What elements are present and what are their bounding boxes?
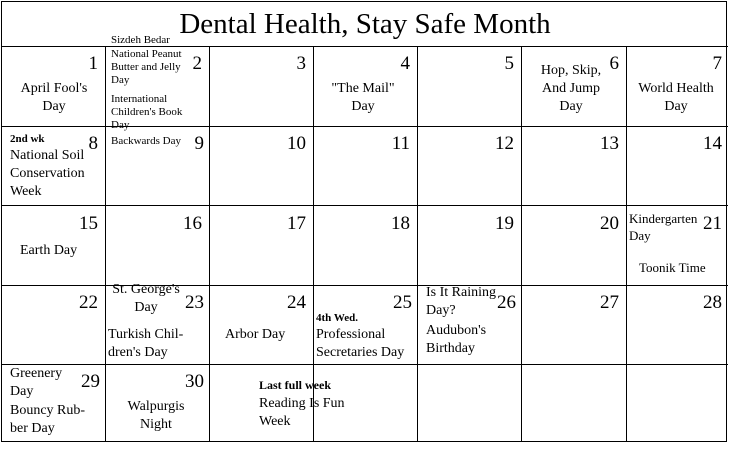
day-number: 7 <box>712 53 723 74</box>
day-number: 19 <box>495 213 514 234</box>
grid-line <box>313 46 314 442</box>
grid-line <box>2 285 728 286</box>
event-text: Sizdeh Bedar <box>111 34 170 46</box>
day-number: 16 <box>183 213 202 234</box>
event-text: International Children's Book Day <box>111 93 183 131</box>
event-text: Hop, Skip, And Jump Day <box>540 63 602 114</box>
event-text: Turkish Chil- dren's Day <box>108 327 184 360</box>
event-tag: Last full week <box>259 378 331 392</box>
grid-line <box>626 46 627 442</box>
event-text: Arbor Day <box>225 327 286 342</box>
day-number: 23 <box>185 292 204 313</box>
day-number: 18 <box>391 213 410 234</box>
calendar-title: Dental Health, Stay Safe Month <box>179 8 551 40</box>
grid-line <box>2 46 728 47</box>
day-number: 29 <box>81 371 100 392</box>
event-text: World Health Day <box>638 81 714 114</box>
event-text: "The Mail" Day <box>331 81 395 114</box>
calendar-frame: Dental Health, Stay Safe Month 1 April F… <box>1 1 728 442</box>
event-text: Backwards Day <box>111 135 181 147</box>
day-number: 2 <box>192 53 203 74</box>
day-number: 4 <box>400 53 411 74</box>
day-number: 25 <box>393 292 412 313</box>
day-number: 26 <box>497 292 516 313</box>
day-number: 21 <box>703 213 722 234</box>
day-number: 15 <box>79 213 98 234</box>
event-text: Bouncy Rub- ber Day <box>10 403 86 436</box>
day-number: 24 <box>287 292 306 313</box>
event-text: Greenery Day <box>10 366 63 399</box>
day-number: 13 <box>600 133 619 154</box>
day-number: 10 <box>287 133 306 154</box>
event-text: Audubon's Birthday <box>426 323 487 356</box>
event-text: April Fool's Day <box>20 81 88 114</box>
day-number: 28 <box>703 292 722 313</box>
event-text: Professional Secretaries Day <box>316 327 405 360</box>
day-number: 27 <box>600 292 619 313</box>
day-number: 5 <box>504 53 515 74</box>
grid-line <box>105 46 106 442</box>
day-number: 3 <box>296 53 307 74</box>
event-text: Kindergarten Day <box>629 211 698 243</box>
event-tag: 4th Wed. <box>316 312 358 324</box>
grid-line <box>209 46 210 442</box>
event-text: Toonik Time <box>639 260 706 275</box>
event-text: Earth Day <box>20 243 78 258</box>
day-number: 30 <box>185 371 204 392</box>
grid-line <box>417 46 418 442</box>
day-number: 17 <box>287 213 306 234</box>
event-text: Walpurgis Night <box>127 399 185 432</box>
day-number: 6 <box>609 53 620 74</box>
day-number: 11 <box>391 133 410 154</box>
grid-line <box>2 126 728 127</box>
day-number: 14 <box>703 133 722 154</box>
day-number: 22 <box>79 292 98 313</box>
event-text: St. George's Day <box>112 282 180 315</box>
day-number: 12 <box>495 133 514 154</box>
day-number: 9 <box>194 133 205 154</box>
event-text: Is It Raining Day? <box>426 285 496 318</box>
day-number: 20 <box>600 213 619 234</box>
grid-line <box>521 46 522 442</box>
grid-line <box>2 364 728 365</box>
grid-line <box>2 205 728 206</box>
event-tag: 2nd wk <box>10 133 45 145</box>
day-number: 8 <box>88 133 99 154</box>
event-text: National Peanut Butter and Jelly Day <box>111 48 182 86</box>
event-text: National Soil Conservation Week <box>10 148 85 199</box>
day-number: 1 <box>88 53 99 74</box>
event-text: Reading Is Fun Week <box>259 396 345 429</box>
